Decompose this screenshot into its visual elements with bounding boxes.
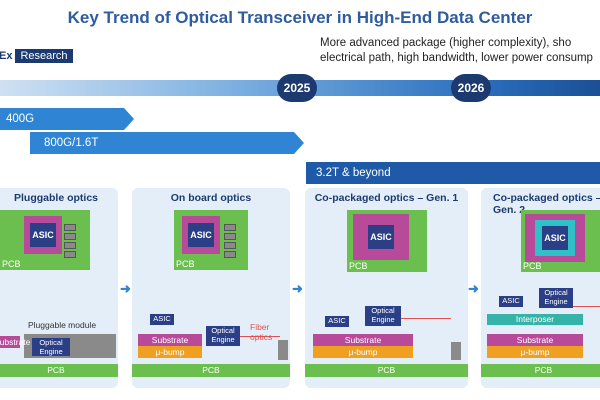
substrate: Substrate xyxy=(487,334,583,346)
panel-title: Pluggable optics xyxy=(13,192,98,204)
asic-side: ASIC xyxy=(325,316,349,327)
micro-bump: μ-bump xyxy=(138,346,202,358)
asic-package: ASIC xyxy=(182,216,220,254)
panel-cpo-gen1: Co-packaged optics – Gen. 1 ASIC PCB ASI… xyxy=(305,188,468,388)
description-line-2: electrical path, high bandwidth, lower p… xyxy=(320,52,593,64)
cpo-package: ASIC xyxy=(525,214,585,262)
pcb-label: PCB xyxy=(2,259,21,269)
optical-engine: Optical Engine xyxy=(32,338,70,356)
pluggable-module-label: Pluggable module xyxy=(28,320,97,330)
pcb-top-view: ASIC PCB xyxy=(521,210,600,272)
asic-chip: ASIC xyxy=(30,223,56,247)
fiber-connector xyxy=(451,342,461,360)
pcb-top-view: ASIC PCB xyxy=(0,210,90,270)
substrate: Substrate xyxy=(138,334,202,346)
asic-side: ASIC xyxy=(150,314,174,325)
pcb-top-view: ASIC PCB xyxy=(347,210,427,272)
pcb-label: PCB xyxy=(349,261,368,271)
pcb-side: PCB xyxy=(305,364,468,377)
bandwidth-400g-arrow: 400G xyxy=(0,108,134,130)
pcb-label: PCB xyxy=(523,261,542,271)
asic-chip: ASIC xyxy=(188,223,214,247)
description-line-1: More advanced package (higher complexity… xyxy=(320,37,572,49)
logo-prefix: Ex xyxy=(0,50,13,62)
panel-pluggable-optics: Pluggable optics ASIC PCB Pluggable modu… xyxy=(0,188,118,388)
optical-engine: Optical Engine xyxy=(539,288,573,308)
logo-label: Research xyxy=(15,49,73,63)
bandwidth-3.2t-bar: 3.2T & beyond xyxy=(306,162,600,184)
year-2025-marker: 2025 xyxy=(277,74,317,102)
panel-title: Co-packaged optics – Gen. 1 xyxy=(314,192,459,204)
cpo-package: ASIC xyxy=(353,214,409,260)
panel-cpo-gen2: Co-packaged optics – Gen. 2 ASIC PCB ASI… xyxy=(481,188,600,388)
asic-chip: ASIC xyxy=(542,226,568,250)
connector-array xyxy=(224,224,236,258)
interposer: Interposer xyxy=(487,314,583,325)
optical-engine: Optical Engine xyxy=(365,306,401,326)
fiber-optics-label: Fiber optics xyxy=(250,322,273,342)
asic-side: ASIC xyxy=(499,296,523,307)
page-title: Key Trend of Optical Transceiver in High… xyxy=(67,8,533,27)
flow-arrow-3: ➜ xyxy=(468,281,479,296)
asic-chip: ASIC xyxy=(368,225,394,249)
asic-package: ASIC xyxy=(24,216,62,254)
fiber-connector xyxy=(278,340,288,360)
panel-title: On board optics xyxy=(170,192,252,204)
flow-arrow-1: ➜ xyxy=(120,281,131,296)
optical-engine: Optical Engine xyxy=(206,326,240,346)
panel-title: Co-packaged optics – Gen. 2 xyxy=(493,192,600,216)
connector-array xyxy=(64,224,76,258)
pcb-side: PCB xyxy=(0,364,118,377)
substrate: Substrate xyxy=(313,334,413,346)
micro-bump: μ-bump xyxy=(313,346,413,358)
pcb-top-view: ASIC PCB xyxy=(174,210,248,270)
bandwidth-800g-arrow: 800G/1.6T xyxy=(30,132,304,154)
micro-bump: μ-bump xyxy=(487,346,583,358)
pcb-side: PCB xyxy=(481,364,600,377)
trend-description: More advanced package (higher complexity… xyxy=(320,36,600,66)
panel-on-board-optics: On board optics ASIC PCB ASIC Optical En… xyxy=(132,188,290,388)
year-2026-marker: 2026 xyxy=(451,74,491,102)
interposer-top: ASIC xyxy=(535,220,575,256)
fiber-line xyxy=(573,306,600,307)
pcb-side: PCB xyxy=(132,364,290,377)
pcb-label: PCB xyxy=(176,259,195,269)
flow-arrow-2: ➜ xyxy=(292,281,303,296)
fiber-line xyxy=(240,336,280,337)
substrate: Substrate xyxy=(0,336,30,348)
fiber-line xyxy=(401,318,451,319)
